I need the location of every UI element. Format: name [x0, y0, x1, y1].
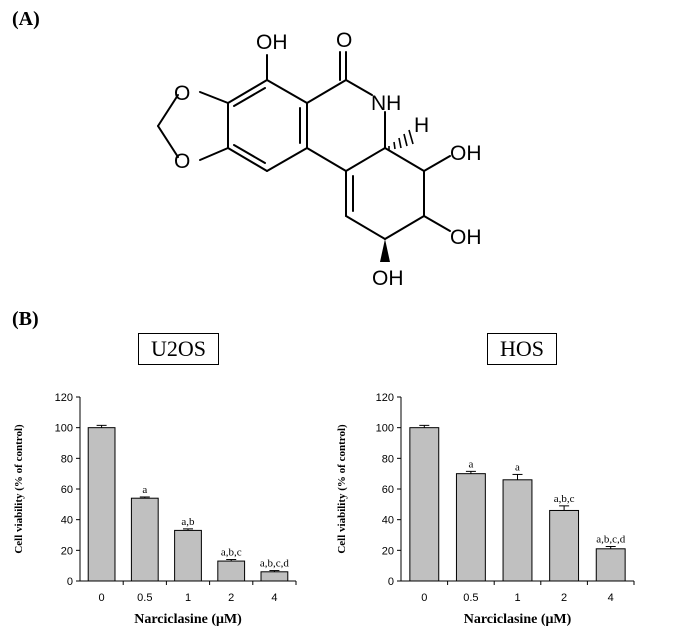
- chart-2: 0 20 40 60 80 100 120 0 a 0.5 a 1 a,b,c 2 a,b,c,d 4Narc…: [336, 392, 635, 627]
- significance-label: a: [468, 458, 473, 470]
- label-oh-2: OH: [450, 226, 482, 249]
- bond: [266, 79, 308, 104]
- bond: [227, 147, 268, 172]
- bond: [157, 125, 179, 158]
- bar: [174, 529, 202, 582]
- y-tick-label: 20: [382, 545, 394, 557]
- bond: [345, 215, 386, 240]
- bond: [233, 87, 266, 107]
- x-axis-title: Narciclasine (μM): [464, 612, 572, 627]
- y-tick-label: 60: [382, 484, 394, 496]
- chart-1-title: U2OS: [138, 333, 220, 365]
- x-tick-label: 2: [228, 592, 234, 604]
- chart-1: 0 20 40 60 80 100 120 0 a 0.5 a,b 1 a,b,c 2 a,b,c,d 4Na…: [13, 392, 297, 627]
- x-tick-label: 4: [271, 592, 277, 604]
- label-oh-top: OH: [256, 31, 288, 54]
- significance-label: a: [142, 484, 147, 496]
- y-tick-label: 120: [376, 392, 394, 404]
- bond: [384, 147, 425, 172]
- label-h: H: [414, 114, 429, 137]
- bond: [157, 94, 179, 127]
- y-tick-label: 20: [61, 545, 73, 557]
- y-tick-label: 40: [61, 515, 73, 527]
- bar: [455, 473, 486, 582]
- significance-label: a,b,c,d: [596, 534, 626, 546]
- wedge-bond: [380, 239, 390, 262]
- bond: [423, 215, 451, 232]
- bond: [233, 144, 266, 164]
- y-tick-label: 80: [382, 453, 394, 465]
- bond: [199, 91, 229, 104]
- bar: [130, 497, 159, 582]
- x-tick-label: 1: [514, 592, 520, 604]
- label-oh-1: OH: [450, 142, 482, 165]
- y-tick-label: 80: [61, 453, 73, 465]
- y-axis-title: Cell viability (% of control): [13, 424, 25, 554]
- label-nh: NH: [371, 92, 401, 115]
- bar: [549, 509, 580, 582]
- bond: [345, 147, 386, 172]
- significance-label: a,b,c,d: [260, 558, 290, 570]
- x-tick-label: 1: [185, 592, 191, 604]
- y-tick-label: 100: [55, 423, 73, 435]
- bond: [266, 147, 308, 172]
- bond: [306, 79, 347, 104]
- bar: [260, 571, 289, 582]
- significance-label: a,b,c: [554, 493, 575, 505]
- panel-a-label: (A): [12, 8, 40, 30]
- chart-2-title: HOS: [487, 333, 558, 365]
- x-tick-label: 0.5: [463, 592, 478, 604]
- x-tick-label: 0: [99, 592, 105, 604]
- y-tick-label: 100: [376, 423, 394, 435]
- bar: [502, 479, 533, 582]
- y-tick-label: 0: [388, 576, 394, 588]
- y-tick-label: 120: [55, 392, 73, 404]
- panel-b-label: (B): [12, 308, 39, 330]
- x-tick-label: 2: [561, 592, 567, 604]
- label-o-upper: O: [174, 82, 190, 105]
- label-oh-3: OH: [372, 267, 404, 290]
- significance-label: a,b: [181, 516, 195, 528]
- x-axis-title: Narciclasine (μM): [134, 612, 242, 627]
- bar: [217, 560, 246, 582]
- label-o-carbonyl: O: [336, 29, 352, 52]
- x-tick-label: 4: [608, 592, 614, 604]
- bond: [227, 79, 268, 104]
- x-tick-label: 0: [421, 592, 427, 604]
- x-tick-label: 0.5: [137, 592, 152, 604]
- bar: [595, 548, 626, 582]
- bar: [409, 427, 440, 582]
- significance-label: a: [515, 461, 520, 473]
- molecule-structure: OH O NH H OH OH OH O O: [157, 29, 482, 290]
- bond: [199, 147, 229, 161]
- bond: [423, 155, 451, 172]
- significance-label: a,b,c: [221, 547, 242, 559]
- y-tick-label: 40: [382, 515, 394, 527]
- bond: [384, 215, 425, 240]
- hashed-bond: [388, 129, 414, 150]
- bond: [345, 79, 373, 96]
- y-tick-label: 0: [67, 576, 73, 588]
- bar: [87, 427, 116, 582]
- y-axis-title: Cell viability (% of control): [336, 424, 348, 554]
- label-o-lower: O: [174, 150, 190, 173]
- y-tick-label: 60: [61, 484, 73, 496]
- bond: [306, 147, 347, 172]
